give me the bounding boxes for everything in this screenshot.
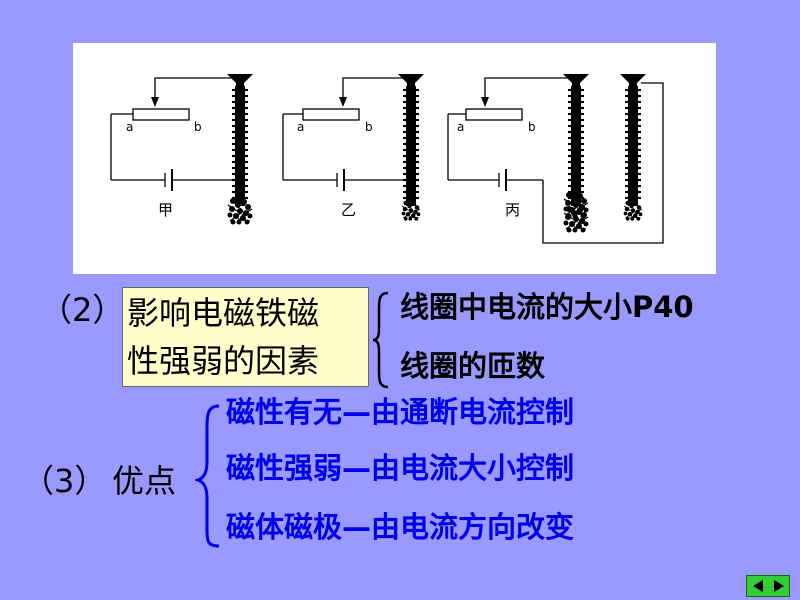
label-b: b xyxy=(194,120,202,134)
section3-number: （3） xyxy=(22,462,107,500)
electromagnet-bing-2 xyxy=(618,72,648,208)
section3-item-1: 磁性有无—由通断电流控制 xyxy=(226,395,575,429)
triangle-right-icon xyxy=(773,580,784,592)
section2-item-2: 线圈的匝数 xyxy=(400,349,546,383)
electromagnet-yi xyxy=(396,72,426,208)
section2-title-box: 影响电磁铁磁 性强弱的因素 xyxy=(122,287,369,387)
next-slide-button[interactable] xyxy=(768,576,789,596)
section3-title: 优点 xyxy=(112,462,177,500)
caption-bing: 丙 xyxy=(505,201,520,219)
section2-title-line1: 影响电磁铁磁 xyxy=(127,294,320,332)
section2-item-1: 线圈中电流的大小P40 xyxy=(400,290,694,324)
label-b: b xyxy=(528,120,536,134)
section3-item-2: 磁性强弱—由电流大小控制 xyxy=(226,451,575,485)
triangle-left-icon xyxy=(752,580,763,592)
circuit-jia xyxy=(110,77,233,191)
circuit-yi xyxy=(282,77,405,191)
label-a: a xyxy=(297,120,304,134)
prev-slide-button[interactable] xyxy=(747,576,768,596)
electromagnet-jia xyxy=(225,72,255,208)
label-a: a xyxy=(457,120,464,134)
section3-brace xyxy=(195,404,220,548)
electromagnet-bing-1 xyxy=(561,72,591,208)
caption-jia: 甲 xyxy=(158,201,173,219)
section3-item-3: 磁体磁极—由电流方向改变 xyxy=(226,510,575,544)
section2-number: （2） xyxy=(40,291,125,329)
section2-brace xyxy=(372,291,389,389)
slide-nav xyxy=(746,575,790,597)
label-a: a xyxy=(126,120,133,134)
label-b: b xyxy=(365,120,373,134)
section2-title-line2: 性强弱的因素 xyxy=(127,342,320,380)
circuit-bing xyxy=(447,77,664,244)
electromagnet-circuit-figure: a b 甲 a b 乙 xyxy=(73,43,716,274)
caption-yi: 乙 xyxy=(341,201,356,219)
